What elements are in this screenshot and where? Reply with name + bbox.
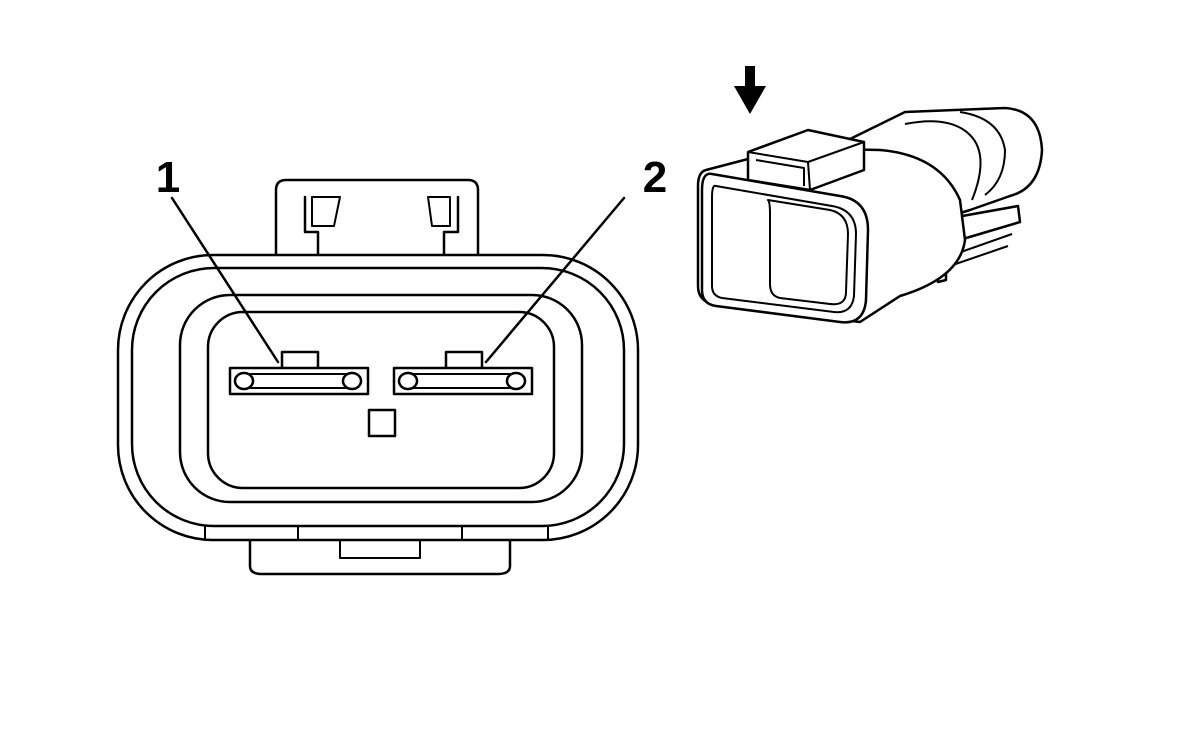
terminal-pin-2 xyxy=(392,350,534,396)
latch-tab-left xyxy=(311,196,341,227)
down-arrow-icon xyxy=(734,66,766,114)
front-face xyxy=(700,172,870,324)
terminal-hole xyxy=(505,371,527,391)
front-face-rim xyxy=(711,184,857,314)
latch-lever xyxy=(746,128,866,192)
polarizing-key xyxy=(367,408,397,438)
connector-face-inner xyxy=(206,310,556,490)
pin-label-2: 2 xyxy=(643,153,667,202)
leader-line-pin-2 xyxy=(484,196,626,364)
connector-front-view xyxy=(116,178,640,576)
connector-shell-rim xyxy=(130,266,626,528)
pin-label-1: 1 xyxy=(156,153,180,202)
latch-tab-right xyxy=(427,196,451,227)
bottom-tab xyxy=(248,536,512,576)
front-cavity xyxy=(767,199,849,306)
terminal-hole xyxy=(233,371,255,391)
terminal-pin-1 xyxy=(228,350,370,396)
rear-body-contour xyxy=(959,111,1006,196)
latch-housing xyxy=(274,178,480,264)
latch-inner xyxy=(755,159,805,186)
leader-line-pin-1 xyxy=(170,196,280,364)
latch-edge xyxy=(807,161,811,191)
connector-perspective-view xyxy=(696,106,1044,324)
connector-outer-shell xyxy=(116,253,640,542)
terminal-hole xyxy=(397,371,419,391)
terminal-hole xyxy=(341,371,363,391)
rear-body-contour xyxy=(904,120,982,201)
connector-face-outer xyxy=(178,293,584,504)
